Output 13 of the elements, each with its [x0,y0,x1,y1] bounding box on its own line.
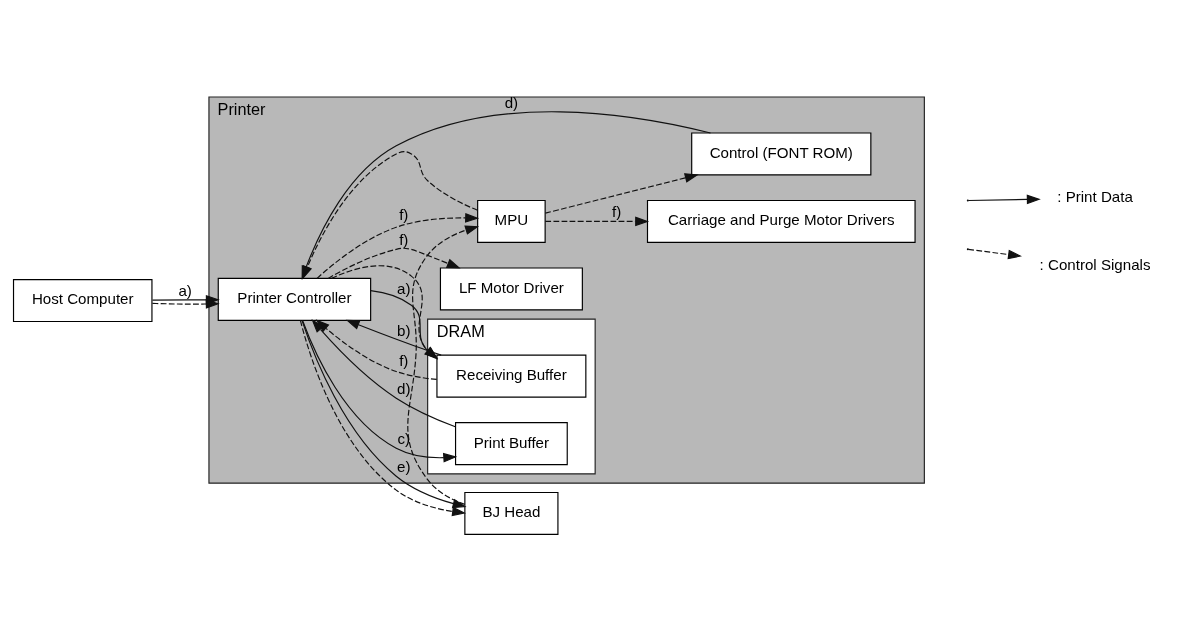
edge-label: f) [399,352,409,370]
edge-label: f) [399,205,409,223]
edge-label: b) [397,321,411,339]
edge-label: d) [397,380,411,398]
legend-label: : Print Data [1057,188,1133,206]
edge-label: a) [397,280,411,298]
edge-label: c) [397,430,411,448]
edge-label: a) [178,282,192,300]
edge-label: f) [399,231,409,249]
legend-label: : Control Signals [1039,255,1151,273]
edge-label: d) [504,93,519,111]
edge-label: f) [612,203,622,221]
edge-label: e) [397,458,411,475]
